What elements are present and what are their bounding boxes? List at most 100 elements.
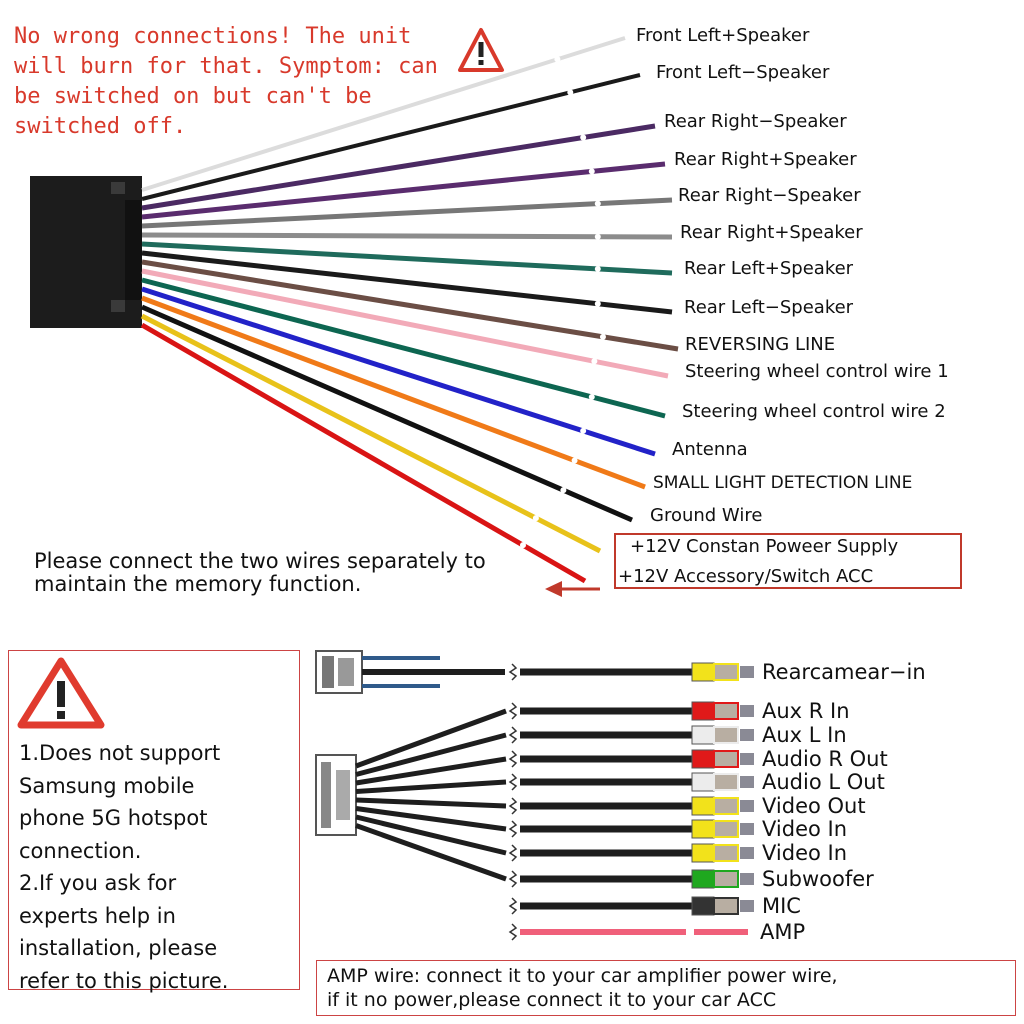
rca-plug-body (713, 797, 739, 815)
rca-cable (355, 725, 754, 777)
rca-plug-boot (691, 843, 715, 863)
rca-plug-body (713, 870, 739, 888)
power-wires-box: +12V Constan Poweer Supply +12V Accessory… (614, 533, 962, 589)
harness-wire-label: Steering wheel control wire 2 (682, 401, 946, 422)
rca-plug-body (713, 750, 739, 768)
rca-plug-tip (740, 753, 754, 765)
harness-wire (141, 232, 673, 240)
rca-plug-boot (691, 662, 715, 682)
cable-break-mark (508, 923, 518, 941)
harness-wire (141, 304, 633, 523)
harness-wire-label: +12V Constan Poweer Supply (630, 536, 899, 557)
harness-wire (140, 313, 602, 554)
harness-wire (140, 322, 587, 584)
wire-break-mark (554, 56, 561, 63)
harness-wire (141, 277, 666, 419)
memory-note: Please connect the two wires separately … (34, 549, 486, 596)
harness-wire-label: Rear Right−Speaker (664, 111, 847, 132)
rca-cable (508, 896, 754, 916)
wire-break-mark (532, 515, 539, 522)
rca-lead (355, 779, 507, 794)
cable-break-mark (508, 797, 518, 815)
notes-text: 1.Does not support Samsung mobile phone … (19, 741, 229, 993)
amp-note-line-2: if it no power,please connect it to your… (327, 989, 777, 1011)
rca-plug-boot (691, 701, 715, 721)
harness-wire-label: REVERSING LINE (685, 334, 836, 355)
rca-plug-tip (740, 823, 754, 835)
wire-break-mark (594, 265, 601, 272)
cable-break-mark (508, 773, 518, 791)
wire-break-mark (567, 89, 574, 96)
harness-wire-label: +12V Accessory/Switch ACC (618, 566, 874, 587)
harness-wire-label: Rear Left+Speaker (684, 258, 854, 279)
wire-break-mark (588, 393, 595, 400)
rca-cable (355, 806, 754, 839)
harness-wire-label: Front Left+Speaker (636, 25, 810, 46)
rca-cable (508, 662, 754, 682)
rca-label: Video Out (762, 794, 866, 818)
rca-lead (355, 823, 507, 882)
rca-plug-body (713, 820, 739, 838)
harness-wire (141, 161, 666, 220)
cable-break-mark (508, 870, 518, 888)
rca-plug-tip (740, 705, 754, 717)
rca-cable (355, 701, 754, 769)
wire-break-mark (591, 358, 598, 365)
wire-break-mark (594, 300, 601, 307)
rca-plug-body (713, 726, 739, 744)
rca-label: Audio L Out (762, 770, 885, 794)
rca-plug-tip (740, 900, 754, 912)
harness-wire-label: Antenna (672, 439, 748, 460)
rca-plug-boot (691, 725, 715, 745)
harness-wire-label: Steering wheel control wire 1 (685, 361, 949, 382)
harness-wire-label: Front Left−Speaker (656, 62, 830, 83)
harness-wire (141, 286, 656, 457)
cable-break-mark (508, 820, 518, 838)
rca-lead (355, 814, 507, 856)
rca-lead (355, 756, 507, 786)
cable-break-mark (508, 844, 518, 862)
harness-wire-label: Rear Right+Speaker (674, 149, 857, 170)
wire-break-mark (571, 457, 578, 464)
rca-label: Video In (762, 817, 848, 841)
cable-break-mark (508, 663, 518, 681)
rca-cable (355, 772, 754, 794)
harness-wire (141, 73, 641, 201)
rca-plug-body (713, 844, 739, 862)
harness-wire (141, 268, 669, 379)
harness-wire-label: Rear Left−Speaker (684, 297, 854, 318)
harness-wire-label: Rear Right−Speaker (678, 185, 861, 206)
harness-wire-label: SMALL LIGHT DETECTION LINE (653, 473, 913, 493)
rca-plug-body (713, 773, 739, 791)
rca-plug-boot (691, 772, 715, 792)
rca-plug-tip (740, 873, 754, 885)
rca-plug-body (713, 702, 739, 720)
rca-lead (355, 797, 507, 809)
rca-cable (355, 814, 754, 863)
camera-connector (315, 650, 505, 694)
wire-break-mark (580, 427, 587, 434)
rca-plug-tip (740, 800, 754, 812)
rca-cable (355, 796, 754, 816)
rca-plug-boot (691, 796, 715, 816)
rca-lead (355, 732, 507, 777)
wire-break-mark (519, 542, 526, 549)
harness-wire-label: Ground Wire (650, 505, 763, 526)
harness-wire (141, 36, 626, 192)
harness-wire (141, 250, 673, 315)
arrow-left-icon (545, 581, 600, 597)
amp-note-box: AMP wire: connect it to your car amplifi… (316, 960, 1016, 1016)
rca-plug-body (713, 663, 739, 681)
rca-plug-tip (740, 729, 754, 741)
harness-plug (30, 176, 142, 328)
rca-cable (355, 823, 754, 889)
rca-label: Aux L In (762, 723, 847, 747)
rca-lead (355, 708, 507, 769)
rca-label: Audio R Out (762, 747, 888, 771)
rca-label: Video In (762, 841, 848, 865)
rca-plug-body (713, 897, 739, 915)
rca-cable (508, 923, 748, 941)
burn-warning-text: No wrong connections! The unit will burn… (14, 24, 438, 139)
rca-cable (355, 749, 754, 786)
